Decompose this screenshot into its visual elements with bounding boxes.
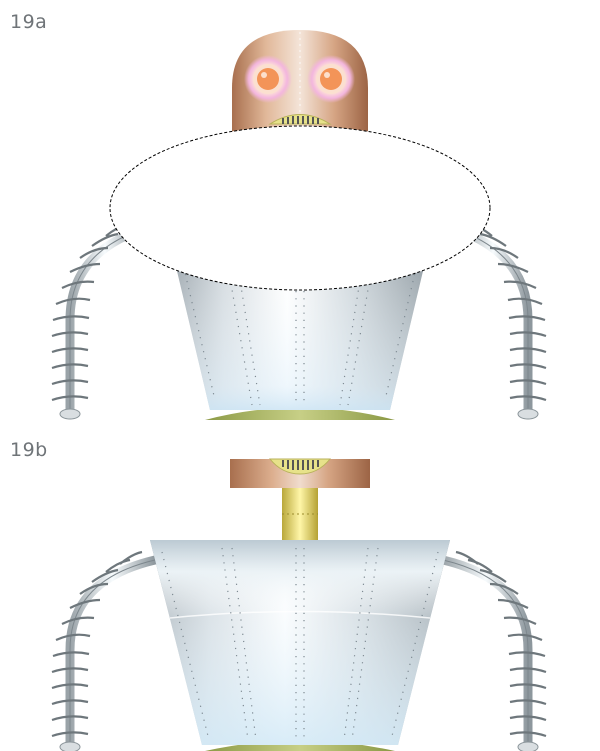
robot-torso [150,540,450,745]
spring-coil-icon [51,222,131,402]
panel-19b [0,440,600,751]
spring-coil-icon [51,550,143,738]
robot-head-bottom [230,458,370,488]
figure-label-19b: 19b [10,439,48,461]
right-arm [453,222,547,420]
robot-illustration-19a [51,30,547,420]
robot-base [205,407,395,420]
right-arm [438,550,547,751]
figure-label-19a: 19a [10,11,48,33]
left-eye [244,55,292,103]
robot-illustration-19b [51,458,547,751]
robot-head [232,30,368,132]
selection-marquee [109,125,491,291]
right-eye [307,55,355,103]
robot-torso [172,250,428,410]
mouth-grille [268,114,332,125]
left-arm [51,550,160,751]
panel-19a [51,30,547,420]
robot-neck [282,488,318,542]
spring-coil-icon [467,222,547,402]
left-arm [51,222,145,420]
spring-coil-icon [455,550,547,738]
